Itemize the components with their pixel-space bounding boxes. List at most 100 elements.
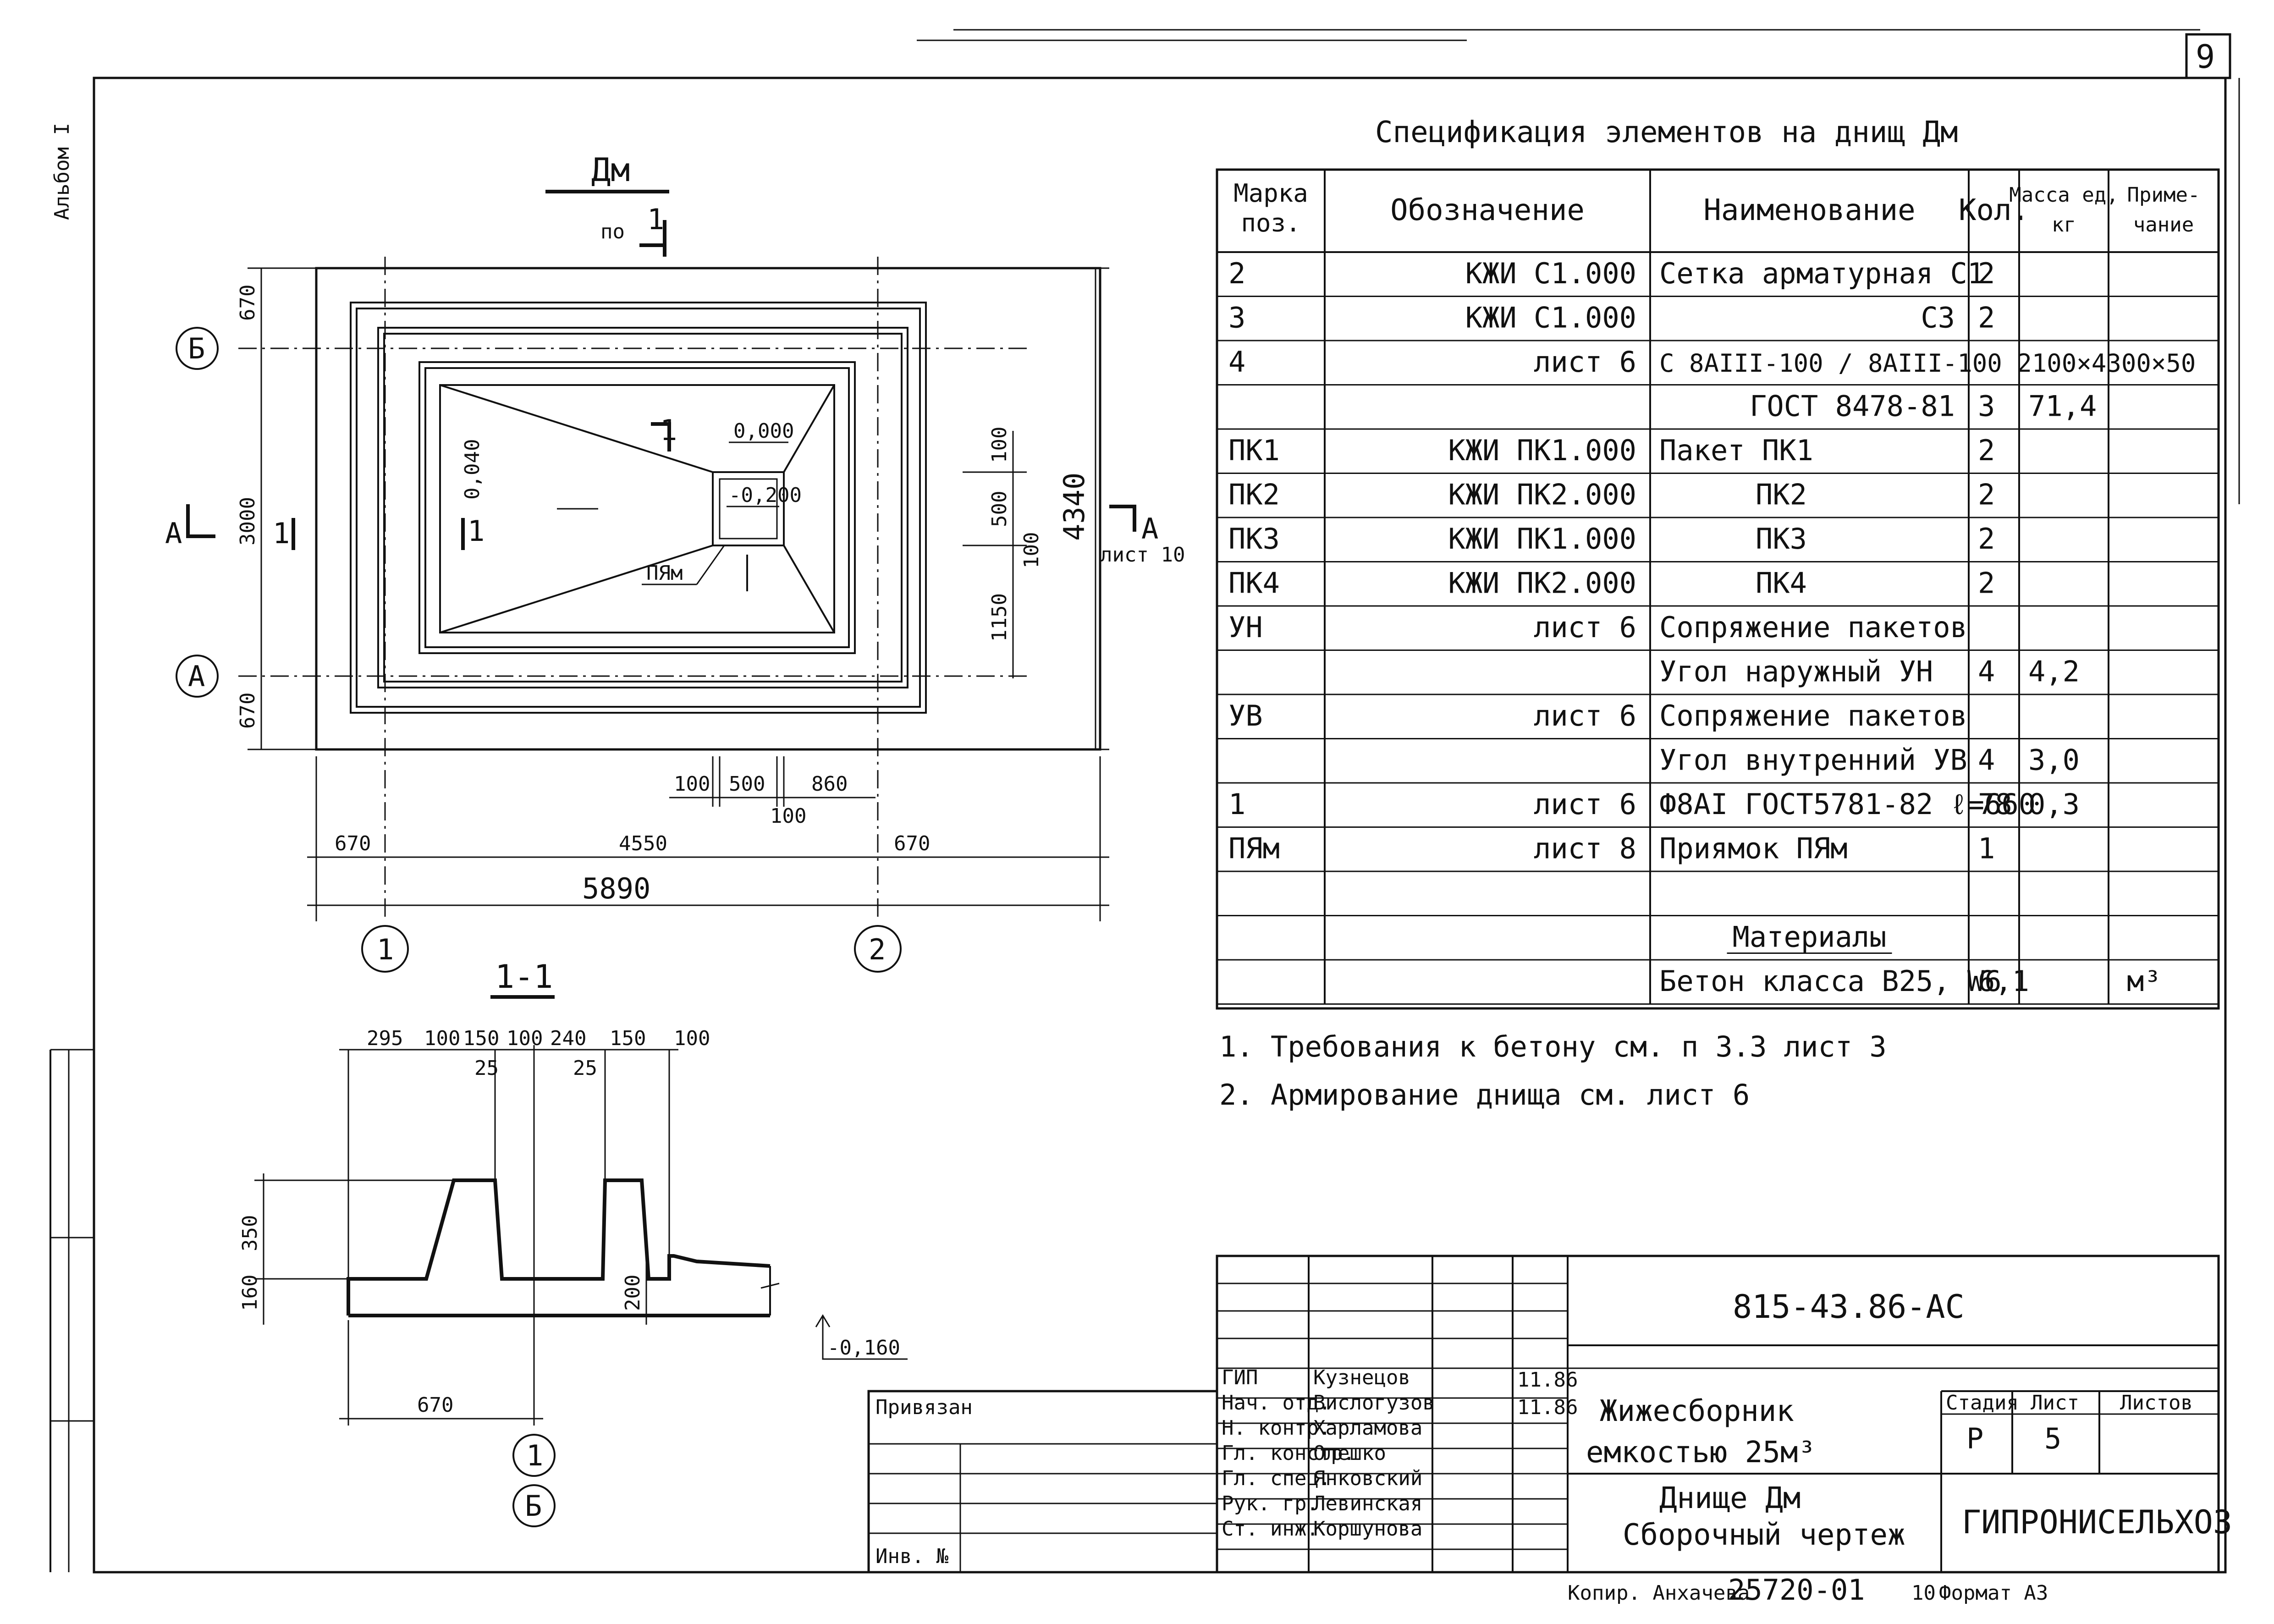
tb-name-4: Янковский <box>1313 1467 1422 1490</box>
spec-header-3: Кол. <box>1959 193 2029 227</box>
spec-cell-r12-c1: лист 6 <box>1534 787 1636 821</box>
stage-header: Стадия <box>1946 1391 2019 1415</box>
spec-cell-r5-c3: 2 <box>1978 478 1995 512</box>
dim-right-1150: 1150 <box>988 593 1011 642</box>
sec-dim-100b: 100 <box>507 1027 543 1050</box>
axis-1-label: 1 <box>377 933 394 966</box>
spec-cell-r16-c2: Бетон класса В25, W6 <box>1659 964 2002 998</box>
slope-label: 0,040 <box>461 439 484 500</box>
spec-cell-r3-c3: 3 <box>1978 390 1995 423</box>
spec-cell-r9-c2: Угол наружный УН <box>1659 655 1933 688</box>
dim-left-3000: 3000 <box>236 497 259 545</box>
elevation-pit: -0,200 <box>729 484 802 507</box>
spec-cell-r5-c2: ПК2 <box>1756 478 1807 512</box>
spec-cell-r6-c0: ПК3 <box>1228 522 1280 556</box>
note-2: 2. Армирование днища см. лист 6 <box>1219 1078 1750 1112</box>
spec-cell-r13-c1: лист 8 <box>1534 832 1636 865</box>
sheet-value: 5 <box>2044 1422 2061 1455</box>
spec-cell-r12-c2: Ф8АI ГОСТ5781-82 ℓ=660 <box>1659 787 2036 821</box>
sheet-header: Лист <box>2031 1391 2079 1415</box>
plan-subtitle: по <box>600 220 625 243</box>
pit-label: ПЯм <box>646 562 683 585</box>
elevation-top: 0,000 <box>733 419 794 443</box>
spec-cell-r2-c2: С 8АIII-100 / 8АIII-100 2100×4300×50 <box>1659 349 2196 378</box>
axis-b-label: Б <box>188 332 205 365</box>
spec-cell-r15-c2: Материалы <box>1733 920 1887 954</box>
spec-cell-r9-c4: 4,2 <box>2028 655 2080 688</box>
tb-name-3: Олешко <box>1313 1442 1386 1465</box>
spec-cell-r0-c3: 2 <box>1978 257 1995 290</box>
dim-bottom-100-right: 100 <box>770 804 806 828</box>
sec-dim-150a: 150 <box>463 1027 499 1050</box>
spec-cell-r3-c4: 71,4 <box>2028 390 2097 423</box>
spec-cell-r16-c3: 6,1 <box>1978 964 2029 998</box>
tb-name-5: Левинская <box>1313 1492 1422 1515</box>
section-mark-1-inner: 1 <box>468 514 485 548</box>
spec-cell-r4-c3: 2 <box>1978 434 1995 467</box>
date-1: 11.86 <box>1517 1368 1578 1392</box>
drawing-name-2: Сборочный чертеж <box>1623 1518 1905 1552</box>
sec-dim-200: 200 <box>621 1275 644 1311</box>
sec-axis-b: Б <box>525 1489 542 1523</box>
spec-cell-r2-c1: лист 6 <box>1534 345 1636 379</box>
spec-cell-r12-c3: 78 <box>1978 787 2012 821</box>
tb-role-1: Нач. отд. <box>1222 1391 1331 1415</box>
spec-cell-r3-c2: ГОСТ 8478-81 <box>1750 390 1955 423</box>
tb-name-2: Харламова <box>1313 1416 1422 1440</box>
tb-role-5: Рук. гр. <box>1222 1492 1319 1515</box>
spec-cell-r9-c3: 4 <box>1978 655 1995 688</box>
spec-table: Спецификация элементов на днищ Дм Маркап… <box>1216 116 2220 1010</box>
sec-dim-350: 350 <box>238 1215 262 1251</box>
bound-label: Привязан <box>875 1396 973 1419</box>
dim-right-4340: 4340 <box>1057 473 1091 541</box>
format-number: 10 <box>1911 1581 1936 1605</box>
tb-role-4: Гл. спец. <box>1222 1467 1331 1490</box>
spec-header-1: Обозначение <box>1390 193 1585 227</box>
format-label: Формат А3 <box>1939 1581 2048 1605</box>
section-mark-1-left: 1 <box>273 517 290 550</box>
tb-name-0: Кузнецов <box>1313 1366 1410 1389</box>
stage-value: Р <box>1966 1422 1983 1455</box>
spec-header-0-line0: Марка <box>1233 179 1308 208</box>
copier-label: Копир. Анхачева <box>1568 1581 1750 1605</box>
sec-dim-670: 670 <box>417 1393 453 1417</box>
notes: 1. Требования к бетону см. п 3.3 лист 3 … <box>1219 1030 1887 1112</box>
spec-header-2: Наименование <box>1703 193 1915 227</box>
section-title: 1-1 <box>495 958 553 996</box>
tb-role-3: Гл. констр. <box>1222 1442 1355 1465</box>
dim-left-670-bottom: 670 <box>236 693 259 729</box>
tb-role-2: Н. контр. <box>1222 1416 1331 1440</box>
spec-cell-r0-c0: 2 <box>1228 257 1245 290</box>
dim-670-right: 670 <box>894 832 930 855</box>
dim-right-500: 500 <box>988 491 1011 527</box>
project-name-2: емкостью 25м³ <box>1586 1436 1816 1470</box>
spec-grid <box>1217 170 2219 1005</box>
spec-cell-r10-c2: Сопряжение пакетов <box>1659 699 1967 732</box>
album-label: Альбом I <box>50 123 74 220</box>
spec-cell-r13-c3: 1 <box>1978 832 1995 865</box>
dim-bottom-500: 500 <box>729 772 765 796</box>
spec-cell-r8-c2: Сопряжение пакетов <box>1659 611 1967 644</box>
spec-cell-r2-c0: 4 <box>1228 345 1245 379</box>
spec-cell-r6-c2: ПК3 <box>1756 522 1807 556</box>
spec-cell-r4-c0: ПК1 <box>1228 434 1280 467</box>
spec-cell-r4-c1: КЖИ ПК1.000 <box>1448 434 1636 467</box>
dim-bottom-100-left: 100 <box>674 772 710 796</box>
inv-label: Инв. № <box>875 1545 948 1568</box>
spec-cell-r13-c2: Приямок ПЯм <box>1659 832 1848 865</box>
spec-cell-r7-c0: ПК4 <box>1228 567 1280 600</box>
spec-cell-r11-c4: 3,0 <box>2028 743 2080 777</box>
sec-dim-160: 160 <box>238 1275 262 1311</box>
spec-cell-r5-c0: ПК2 <box>1228 478 1280 512</box>
spec-cell-r10-c1: лист 6 <box>1534 699 1636 732</box>
org-name: ГИПРОНИСЕЛЬХОЗ <box>1962 1503 2232 1541</box>
spec-cell-r0-c1: КЖИ С1.000 <box>1465 257 1636 290</box>
spec-cell-r16-c5: м³ <box>2127 964 2161 998</box>
spec-cell-r1-c3: 2 <box>1978 301 1995 335</box>
dim-5890: 5890 <box>582 872 650 905</box>
dim-left-670-top: 670 <box>236 285 259 321</box>
sec-dim-25-right: 25 <box>573 1057 597 1080</box>
